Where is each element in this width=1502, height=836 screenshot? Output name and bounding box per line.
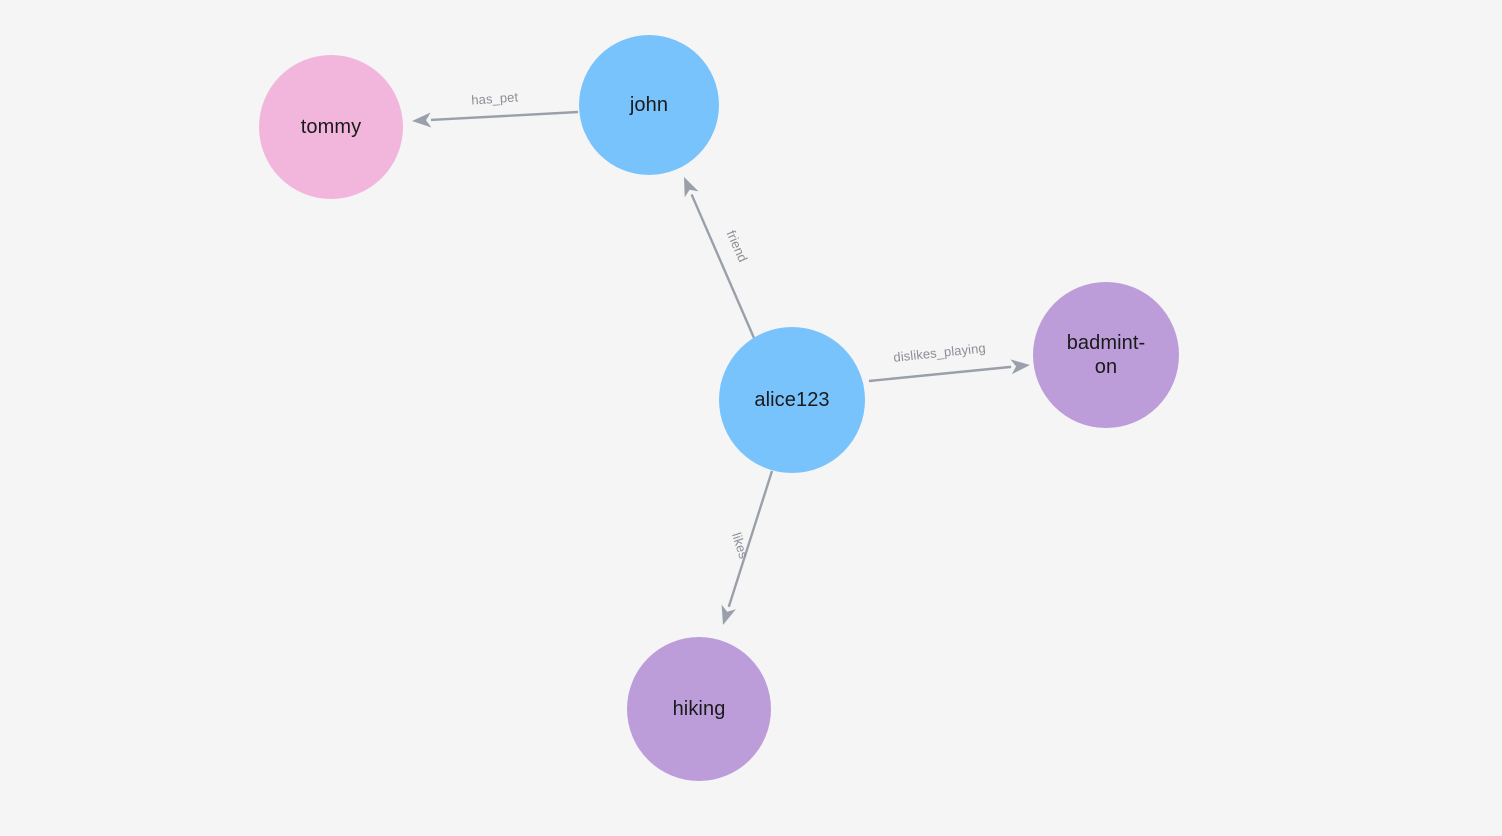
graph-node-alice123[interactable]: alice123	[719, 327, 865, 473]
edge-arrowhead	[684, 177, 699, 198]
edge-line	[727, 470, 774, 608]
graph-node-label: badmint- on	[1066, 332, 1146, 378]
graph-node-label: tommy	[300, 116, 362, 138]
graph-node-hiking[interactable]: hiking	[627, 637, 771, 781]
edge-label: dislikes_playing	[893, 340, 987, 365]
edges-group	[412, 110, 1030, 625]
graph-node-label: john	[629, 94, 669, 116]
edge-arrowhead	[1010, 359, 1030, 375]
edge-label: has_pet	[471, 89, 519, 107]
graph-node-label: hiking	[672, 698, 726, 720]
graph-node-label: alice123	[754, 389, 830, 411]
graph-node-tommy[interactable]: tommy	[259, 55, 403, 199]
edge-arrowhead	[412, 112, 432, 128]
edge-label: likes	[729, 531, 752, 561]
edge-line	[690, 193, 756, 339]
edge-arrowhead	[721, 604, 736, 625]
edge-line	[430, 110, 579, 122]
edge-label: friend	[724, 228, 751, 264]
graph-node-badminton[interactable]: badmint- on	[1033, 282, 1179, 428]
graph-node-john[interactable]: john	[579, 35, 719, 175]
edge-line	[868, 365, 1012, 383]
